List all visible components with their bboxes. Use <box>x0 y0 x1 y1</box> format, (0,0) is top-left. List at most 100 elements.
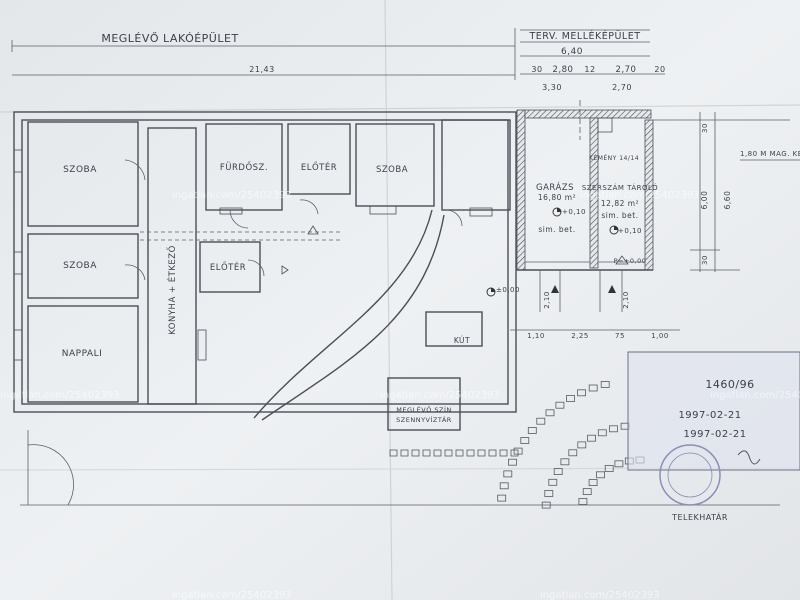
paving-stone <box>520 437 530 444</box>
planned-building-label: TERV. MELLÉKÉPÜLET <box>529 30 641 42</box>
door-dim-1: 2,10 <box>543 291 551 309</box>
garage-area: 16,80 m² <box>538 193 576 202</box>
yard-level: ±0,00 <box>496 286 520 294</box>
fence-note: 1,80 M MAG. KERÍTÉS <box>740 149 800 158</box>
paving-stone <box>582 488 592 496</box>
watermark: ingatlan.com/25402393 <box>0 390 120 401</box>
storage-note: KÉMÉNY 14/14 <box>589 154 639 162</box>
paving-stones <box>389 380 645 509</box>
house-walls <box>13 111 517 413</box>
header-dimensions: MEGLÉVŐ LAKÓÉPÜLET TERV. MELLÉKÉPÜLET 21… <box>11 28 665 92</box>
storage-level: +0,10 <box>618 227 642 235</box>
paving-stone <box>422 449 431 457</box>
paving-stone <box>544 490 554 497</box>
paving-stone <box>553 468 563 476</box>
stamp-date-1: 1997-02-21 <box>678 410 741 421</box>
room-konyha: KONYHA + ÉTKEZŐ <box>166 245 178 335</box>
paving-stone <box>389 449 398 457</box>
paving-stone <box>577 389 586 397</box>
dim-sub-0: 3,30 <box>542 83 562 92</box>
paving-stone <box>597 429 607 437</box>
stamp-number: 1460/96 <box>705 378 754 391</box>
paving-stone <box>600 380 610 388</box>
paving-stone <box>466 449 475 457</box>
paving-stone <box>536 417 546 425</box>
watermark: ingatlan.com/25402393 <box>172 590 292 600</box>
storage-floor: sim. bet. <box>601 211 638 220</box>
dim-top-3: 2,70 <box>616 65 637 75</box>
garage-name: GARÁZS <box>536 181 574 193</box>
paving-stone <box>560 458 570 466</box>
paving-stone <box>588 479 598 487</box>
watermark: ingatlan.com/25402393 <box>172 190 292 201</box>
garage-level: +0,10 <box>562 208 586 216</box>
paving-stone <box>577 441 587 449</box>
paving-stone <box>477 449 486 457</box>
paving-stone <box>568 449 578 457</box>
paving-stone <box>604 465 614 472</box>
paving-stone <box>587 434 596 442</box>
dim-top-1: 2,80 <box>553 65 574 75</box>
room-szoba-1: SZOBA <box>63 165 97 175</box>
watermarks: ingatlan.com/25402393 ingatlan.com/25402… <box>0 190 800 600</box>
existing-building-label: MEGLÉVŐ LAKÓÉPÜLET <box>101 31 238 45</box>
room-szoba-2: SZOBA <box>63 261 97 271</box>
dim-side-3: 30 <box>701 123 709 133</box>
dim-side-1: 6,00 <box>700 191 709 210</box>
paving-stone <box>433 449 442 457</box>
outbuilding-labels: GARÁZS 16,80 m² +0,10 sim. bet. KÉMÉNY 1… <box>536 154 658 265</box>
paving-stone <box>588 384 598 392</box>
dim-top-4: 20 <box>654 65 665 74</box>
room-eloter-2: ELŐTÉR <box>210 261 246 273</box>
door-level: P=+0,00 <box>614 257 647 265</box>
planned-width-dim: 6,40 <box>561 47 583 57</box>
paving-stone <box>488 449 497 457</box>
stamp-date-2: 1997-02-21 <box>683 429 746 440</box>
dim-top-0: 30 <box>531 65 542 74</box>
paving-stone <box>400 449 409 457</box>
well-label: KÚT <box>454 336 470 345</box>
room-nappali: NAPPALI <box>62 349 103 359</box>
paving-stone <box>541 501 551 509</box>
site-features: KÚT ±0,00 MEGLÉVŐ SZÍN SZENNYVÍZTÁR 1,10… <box>20 209 780 522</box>
storage-name: SZERSZÁM TÁROLÓ <box>582 183 658 192</box>
dim-bottom-3: 1,00 <box>651 332 669 340</box>
paving-stone <box>503 470 513 478</box>
paving-stone <box>411 449 420 457</box>
dim-top-2: 12 <box>584 65 595 74</box>
outbuilding: 2,10 2,10 <box>516 100 654 312</box>
paving-stone <box>578 498 588 505</box>
official-stamp: 1460/96 1997-02-21 1997-02-21 <box>627 351 800 506</box>
paving-stone <box>499 482 509 490</box>
dim-bottom-1: 2,25 <box>571 332 589 340</box>
paving-stone <box>455 449 464 457</box>
room-labels: SZOBA SZOBA NAPPALI KONYHA + ÉTKEZŐ FÜRD… <box>62 161 408 359</box>
paving-stone <box>527 427 537 434</box>
dim-side-2: 6,60 <box>723 191 732 210</box>
storage-area: 12,82 m² <box>601 199 639 208</box>
room-furdo: FÜRDŐSZ. <box>220 162 268 173</box>
watermark: ingatlan.com/25402393 <box>710 390 800 401</box>
paving-stone <box>609 425 618 433</box>
room-eloter-1: ELŐTÉR <box>301 161 337 173</box>
paving-stone <box>596 471 605 479</box>
dim-side-4: 30 <box>701 255 709 265</box>
paving-stone <box>497 494 507 502</box>
shed-line2: SZENNYVÍZTÁR <box>396 415 452 424</box>
paving-stone <box>444 449 453 457</box>
paving-stone <box>508 458 517 466</box>
watermark: ingatlan.com/25402393 <box>540 590 660 600</box>
watermark: ingatlan.com/25402393 <box>380 390 500 401</box>
dim-bottom-0: 1,10 <box>527 332 545 340</box>
paving-stone <box>510 449 519 457</box>
dim-sub-1: 2,70 <box>612 83 632 92</box>
boundary-label: TELEKHATÁR <box>671 511 728 522</box>
garage-floor: sim. bet. <box>538 225 575 234</box>
paving-stone <box>499 449 508 457</box>
paving-stone <box>566 395 575 402</box>
dim-bottom-2: 75 <box>615 332 625 340</box>
room-szoba-3: SZOBA <box>376 165 408 175</box>
paving-stone <box>548 478 558 486</box>
